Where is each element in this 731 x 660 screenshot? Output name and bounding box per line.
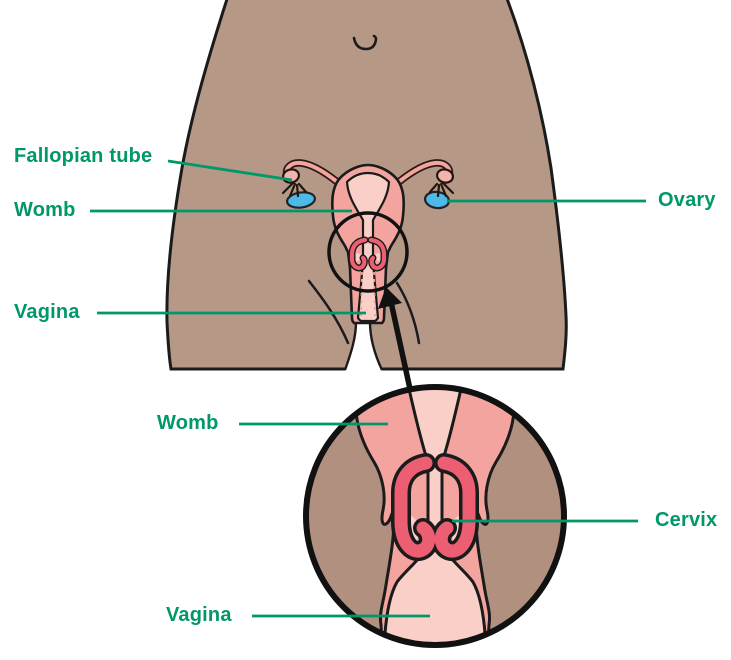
fimbriae-left — [281, 180, 308, 198]
cervix-canal-right — [434, 456, 476, 558]
cervix-small-left — [349, 237, 368, 271]
vulva-edge-left — [343, 321, 358, 371]
leader-line-fallopian-tube — [167, 159, 293, 182]
vulva-opening — [345, 322, 382, 371]
magnifier-arrow-head — [378, 287, 402, 309]
label-inset-cervix: Cervix — [655, 509, 718, 531]
cervix-small-right — [368, 237, 387, 271]
label-vagina: Vagina — [14, 301, 80, 323]
vaginal-rugae — [360, 271, 376, 317]
label-inset-vagina: Vagina — [166, 604, 232, 626]
label-womb: Womb — [14, 199, 76, 221]
vulva-edge-right — [368, 321, 384, 371]
inset-content — [354, 389, 516, 643]
zoom-source-circle — [327, 211, 409, 293]
magnifier-arrow-shaft — [388, 301, 413, 390]
cervix-canal-left — [394, 456, 436, 558]
navel-icon — [352, 34, 378, 51]
tube-ampulla-right — [435, 168, 455, 184]
leg-crease-right — [395, 281, 421, 345]
ovary-left-shape — [285, 191, 317, 209]
label-inset-womb: Womb — [157, 412, 219, 434]
leg-crease-left — [307, 279, 350, 345]
inset-circle-outline — [303, 384, 567, 648]
fimbriae-right — [428, 180, 455, 198]
label-ovary: Ovary — [658, 189, 716, 211]
label-fallopian-tube: Fallopian tube — [14, 145, 153, 167]
